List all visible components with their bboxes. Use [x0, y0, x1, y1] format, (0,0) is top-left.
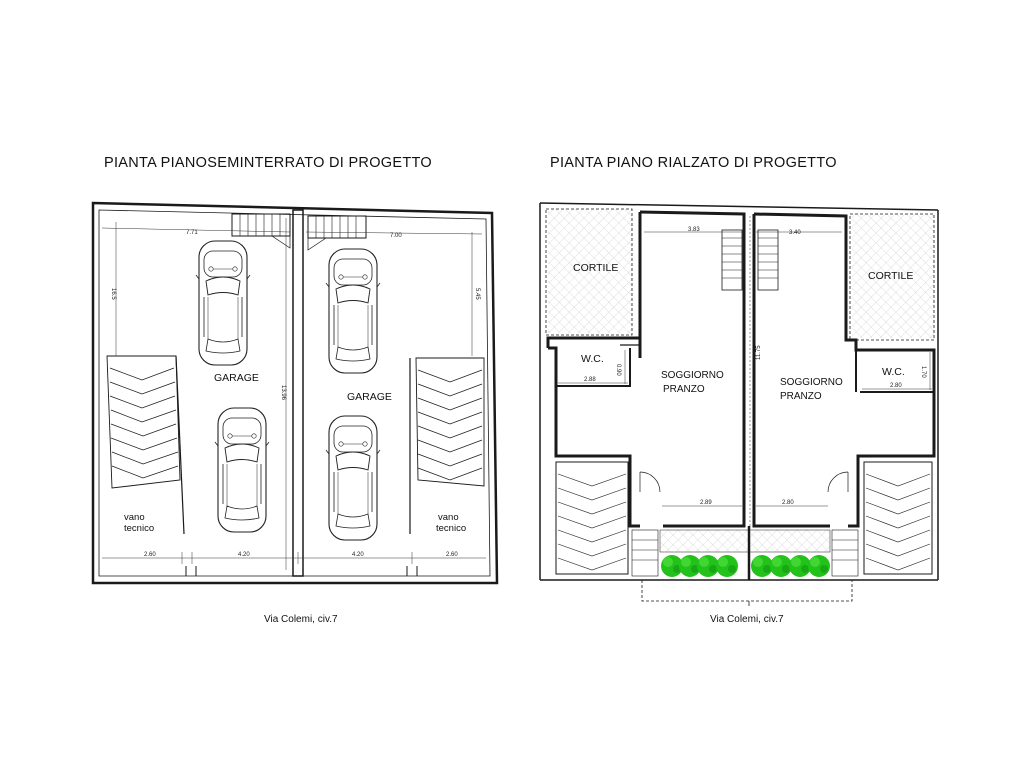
dim-side-right: 5.45	[474, 288, 480, 300]
dim-side-left: 16.5	[110, 288, 116, 300]
tech-room-left-line1: vano	[124, 512, 145, 523]
tech-room-left-line2: tecnico	[124, 523, 154, 534]
courtyard-right-label: CORTILE	[868, 270, 913, 282]
living-right-line2: PRANZO	[780, 391, 822, 402]
dim-wc-left-w: 2.88	[584, 377, 596, 383]
basement-plan	[91, 201, 499, 585]
dim-r-depth: 11.75	[756, 345, 762, 360]
wc-right-label: W.C.	[882, 366, 905, 378]
garage-right-label: GARAGE	[347, 391, 392, 403]
dim-top-right: 7.00	[390, 233, 402, 239]
courtyard-left-label: CORTILE	[573, 262, 618, 274]
tech-room-right-line1: vano	[438, 512, 459, 523]
right-street-label: Via Colemi, civ.7	[710, 614, 784, 625]
dim-bottom-1: 2.60	[144, 552, 156, 558]
dim-bottom-2: 4.20	[238, 552, 250, 558]
garage-left-label: GARAGE	[214, 372, 259, 384]
dim-bottom-4: 2.60	[446, 552, 458, 558]
dim-depth: 13.96	[280, 385, 286, 401]
tech-room-left-label: vano tecnico	[124, 512, 154, 534]
living-left-label: SOGGIORNO PRANZO	[661, 370, 727, 395]
living-right-line1: SOGGIORNO	[780, 377, 843, 388]
dim-wc-left-h: 0.90	[615, 364, 621, 376]
dim-wc-right-w: 2.80	[890, 383, 902, 389]
dim-r-bottom-left: 2.89	[700, 500, 712, 506]
dim-top-left: 7.71	[186, 230, 198, 236]
dim-wc-right-h: 1.70	[920, 366, 926, 378]
dim-r-top-right: 3.40	[789, 230, 801, 236]
left-street-label: Via Colemi, civ.7	[264, 614, 338, 625]
hedge-plants	[661, 555, 830, 577]
living-left-line2: PRANZO	[663, 384, 705, 395]
wc-left-label: W.C.	[581, 353, 604, 365]
dim-r-bottom-right: 2.80	[782, 500, 794, 506]
dim-bottom-3: 4.20	[352, 552, 364, 558]
left-plan-title: PIANTA PIANOSEMINTERRATO DI PROGETTO	[104, 155, 432, 171]
tech-room-right-line2: tecnico	[436, 523, 466, 534]
raised-floor-plan	[539, 202, 939, 606]
dim-r-top-left: 3.83	[688, 227, 700, 233]
right-plan-title: PIANTA PIANO RIALZATO DI PROGETTO	[550, 155, 837, 171]
living-left-line1: SOGGIORNO	[661, 370, 724, 381]
tech-room-right-label: vano tecnico	[436, 512, 466, 534]
living-right-label: SOGGIORNO PRANZO	[780, 377, 846, 402]
